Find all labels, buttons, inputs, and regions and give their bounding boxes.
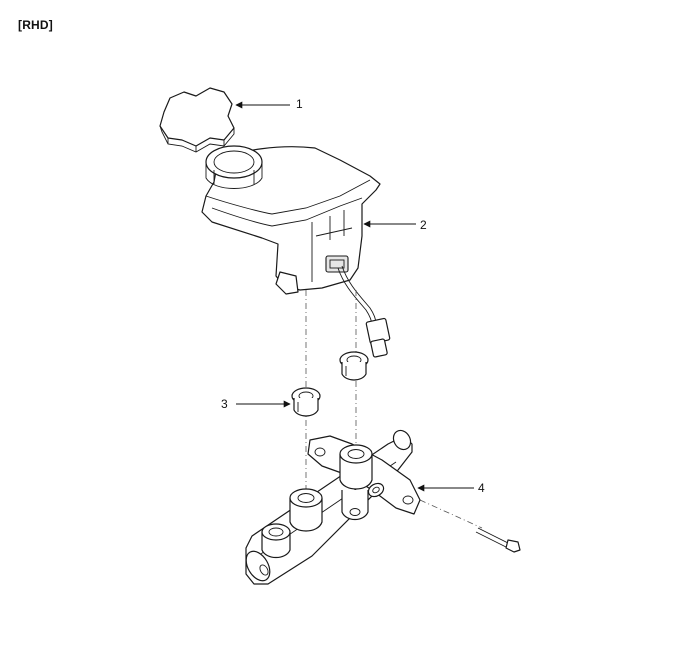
grommet-left	[291, 387, 321, 417]
callout-3: 3	[221, 397, 228, 411]
assembly-line-bolt	[419, 499, 483, 529]
fluid-reservoir	[201, 145, 381, 295]
callout-2: 2	[420, 218, 427, 232]
callout-1: 1	[296, 97, 303, 111]
callout-4: 4	[478, 481, 485, 495]
drive-config-tag: [RHD]	[18, 18, 53, 32]
master-cylinder	[245, 429, 421, 585]
level-sensor-harness	[337, 265, 391, 358]
grommet-right	[339, 351, 369, 381]
reservoir-cap	[159, 87, 235, 153]
mounting-bolt	[475, 527, 521, 553]
